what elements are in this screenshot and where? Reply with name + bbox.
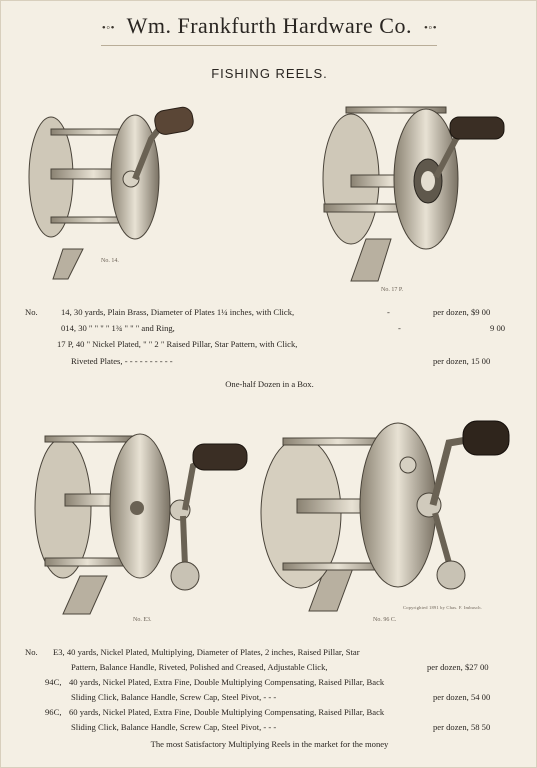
reel-96c-illustration [260, 420, 510, 612]
ornament-left-icon: •◦• [101, 21, 115, 34]
row10-price: per dozen, 58 50 [433, 722, 491, 732]
page-header: •◦• Wm. Frankfurth Hardware Co. •◦• [1, 13, 537, 39]
caption-reel-e3: No. E3. [133, 617, 152, 623]
row2-text: 014, 30 " " " " 1¾ " " " and Ring, [61, 323, 175, 333]
row9-prefix: 96C, [45, 707, 62, 717]
row7-text: 40 yards, Nickel Plated, Extra Fine, Dou… [69, 677, 385, 687]
row6-price: per dozen, $27 00 [427, 662, 489, 672]
company-title: Wm. Frankfurth Hardware Co. [126, 13, 412, 38]
row1-dash: - [387, 307, 390, 317]
row1-price: per dozen, $9 00 [433, 307, 491, 317]
row8-price: per dozen, 54 00 [433, 692, 491, 702]
row7-prefix: 94C, [45, 677, 62, 687]
row1-text: 14, 30 yards, Plain Brass, Diameter of P… [61, 307, 295, 317]
caption-reel-17p: No. 17 P. [381, 287, 404, 293]
row2-price: 9 00 [490, 323, 506, 333]
row6-text: Pattern, Balance Handle, Riveted, Polish… [71, 662, 328, 672]
caption-reel-14: No. 14. [101, 258, 119, 264]
group2-note: The most Satisfactory Multiplying Reels … [150, 739, 389, 749]
reel-14-illustration [28, 106, 194, 280]
row4-price: per dozen, 15 00 [433, 356, 491, 366]
copyright-notice: Copyrighted 1891 by Chas. F. Imbusch. [403, 605, 483, 610]
reel-17p-illustration [322, 106, 505, 282]
group1-note: One-half Dozen in a Box. [225, 379, 314, 389]
header-rule [101, 45, 437, 46]
reel-e3-illustration [34, 433, 248, 615]
row8-text: Sliding Click, Balance Handle, Screw Cap… [71, 692, 277, 702]
row9-text: 60 yards, Nickel Plated, Extra Fine, Dou… [69, 707, 385, 717]
row3-text: 17 P, 40 " Nickel Plated, " " 2 " Raised… [57, 339, 298, 349]
row2-dash: - [398, 323, 401, 333]
row1-prefix: No. [25, 307, 38, 317]
row5-prefix: No. [25, 647, 38, 657]
row4-text: Riveted Plates, - - - - - - - - - - [71, 356, 173, 366]
section-title: FISHING REELS. [211, 66, 328, 81]
caption-reel-96c: No. 96 C. [373, 617, 397, 623]
ornament-right-icon: •◦• [423, 21, 438, 34]
row5-text: E3, 40 yards, Nickel Plated, Multiplying… [53, 647, 360, 657]
row10-text: Sliding Click, Balance Handle, Screw Cap… [71, 722, 277, 732]
